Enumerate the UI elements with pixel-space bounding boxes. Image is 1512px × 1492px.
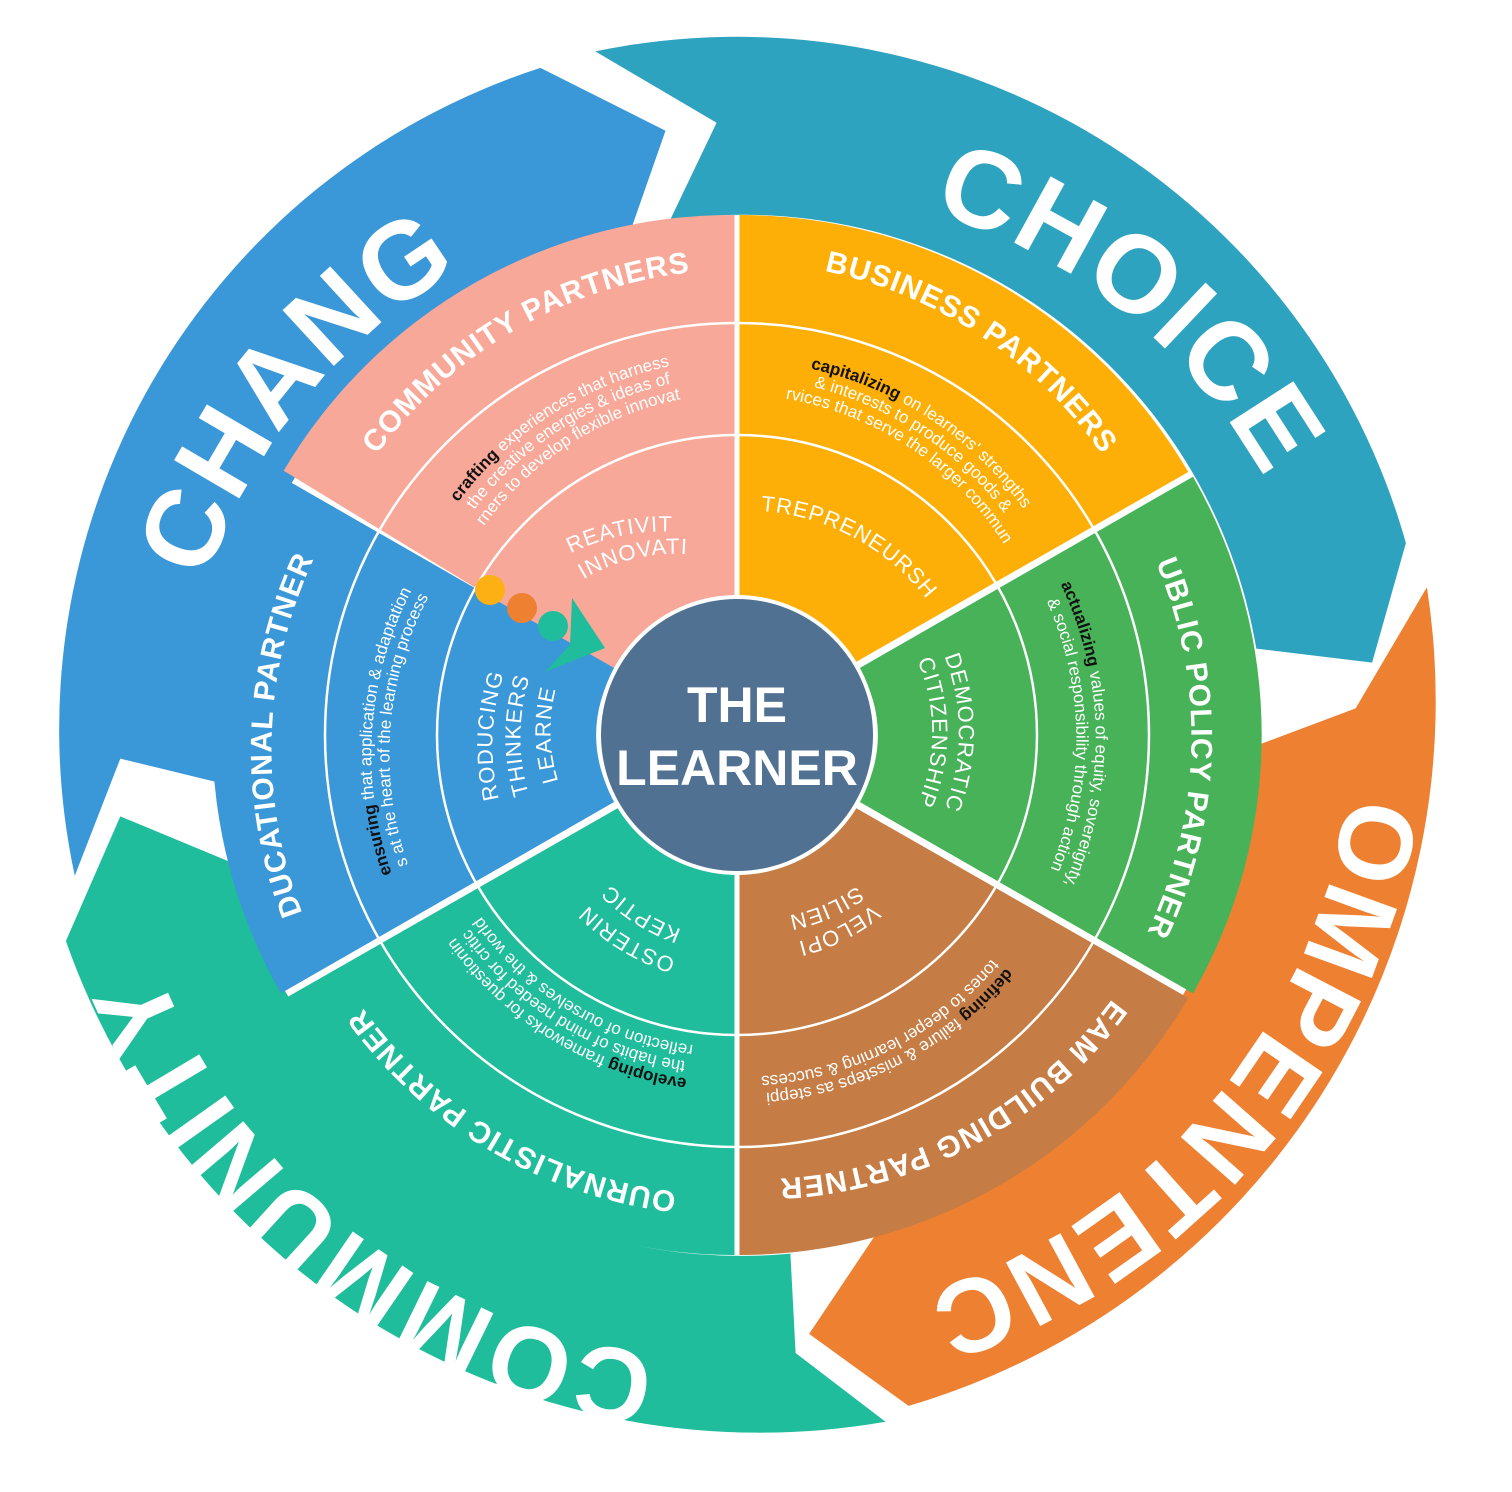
logo-dot-teal <box>538 611 568 641</box>
center-line-2: LEARNER <box>616 740 858 796</box>
business-partners-segment[interactable] <box>739 214 1189 665</box>
ring-dividers <box>323 321 1151 1149</box>
center-circle <box>597 595 877 875</box>
logo-dot-yellow <box>475 575 505 605</box>
journalistic-partners-segment[interactable] <box>285 805 735 1255</box>
center-line-1: THE <box>687 677 787 733</box>
public-policy-partners-segment[interactable] <box>858 476 1262 994</box>
educational-partners-segment[interactable] <box>212 476 616 994</box>
team-building-partners-segment[interactable] <box>739 805 1189 1255</box>
logo-dot-orange <box>507 593 537 623</box>
logo-chevron <box>545 598 605 672</box>
community-partners-segment[interactable] <box>283 214 735 677</box>
logo-mark <box>475 575 605 672</box>
choice-band <box>595 36 1406 663</box>
